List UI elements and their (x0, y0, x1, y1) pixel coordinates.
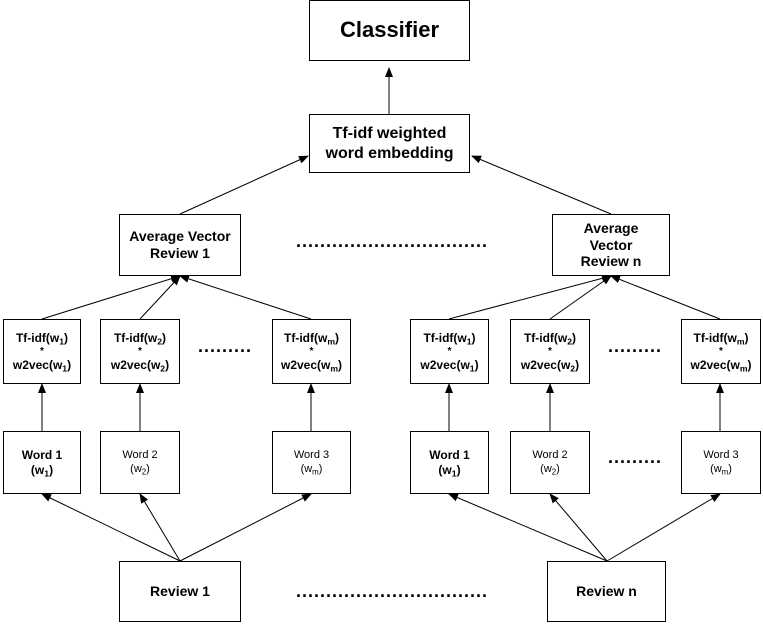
average-vector-review-1-node: Average Vector Review 1 (119, 214, 241, 276)
classifier-label: Classifier (339, 17, 440, 43)
tfidf-w2vec-product-node: Tf-idf(wm) * w2vec(wm) (272, 319, 351, 384)
ellipsis-right-words: ......... (608, 447, 663, 467)
multiply-sign: * (138, 345, 142, 357)
avg1-line1: Average Vector (129, 228, 231, 245)
edge-avgn-to-embedding (471, 155, 612, 215)
ellipsis-avg-vectors: ................................ (296, 231, 489, 251)
tfidf-embedding-line1: Tf-idf weighted (332, 125, 447, 143)
tfidf-w2vec-product-node: Tf-idf(wm) * w2vec(wm) (681, 319, 761, 384)
tfidf-w2vec-product-node: Tf-idf(w1) * w2vec(w1) (410, 319, 489, 384)
edge-review1-to-word2 (139, 493, 181, 562)
edge-review1-to-word3 (179, 493, 312, 562)
word-node: Word 2 (w2) (510, 431, 590, 494)
avgn-line3: Review n (580, 253, 642, 270)
word-label: Word 1 (429, 448, 470, 463)
edge-l-prod2-to-avg1 (139, 275, 181, 320)
word-node: Word 2 (w2) (100, 431, 180, 494)
review-1-label: Review 1 (150, 583, 210, 600)
tfidf-embedding-line2: word embedding (325, 144, 454, 162)
edge-review1-to-word1 (41, 493, 181, 562)
multiply-sign: * (447, 345, 452, 357)
edge-reviewn-to-word2 (549, 493, 608, 562)
edge-r-prod1-to-avgn (448, 274, 612, 320)
multiply-sign: * (40, 345, 44, 357)
ellipsis-left-products: ......... (198, 336, 253, 356)
tfidf-w2vec-product-node: Tf-idf(w1) * w2vec(w1) (3, 319, 81, 384)
edge-reviewn-to-word3 (606, 493, 721, 562)
ellipsis-reviews: ................................ (296, 581, 489, 601)
word-node: Word 3 (wm) (681, 431, 761, 494)
tfidf-embedding-node: Tf-idf weighted word embedding (309, 114, 470, 173)
average-vector-review-n-node: Average Vector Review n (552, 214, 670, 276)
multiply-sign: * (309, 345, 314, 357)
edge-avg1-to-embedding (179, 155, 309, 215)
word-label: Word 2 (122, 449, 158, 462)
word-label: Word 3 (293, 449, 330, 462)
avgn-line1: Average (583, 219, 639, 236)
tfidf-w2vec-product-node: Tf-idf(w2) * w2vec(w2) (100, 319, 180, 384)
review-n-node: Review n (547, 561, 666, 622)
avgn-line2: Vector (589, 236, 633, 253)
avg1-line2: Review 1 (150, 245, 210, 261)
edge-reviewn-to-word1 (448, 493, 608, 562)
edge-l-prodm-to-avg1 (179, 275, 312, 320)
word-node: Word 1 (w1) (410, 431, 489, 494)
classifier-node: Classifier (309, 0, 470, 61)
word-label: Word 2 (532, 449, 568, 462)
word-node: Word 3 (wm) (272, 431, 351, 494)
edge-l-prod1-to-avg1 (41, 274, 181, 320)
review-1-node: Review 1 (119, 561, 241, 622)
multiply-sign: * (719, 345, 723, 357)
multiply-sign: * (548, 345, 552, 357)
edge-r-prod2-to-avgn (549, 275, 612, 320)
word-label: Word 3 (703, 449, 739, 462)
word-label: Word 1 (21, 448, 63, 463)
word-node: Word 1 (w1) (3, 431, 81, 494)
edge-r-prodm-to-avgn (610, 275, 721, 320)
review-n-label: Review n (576, 583, 637, 600)
tfidf-w2vec-product-node: Tf-idf(w2) * w2vec(w2) (510, 319, 590, 384)
ellipsis-right-products: ......... (608, 336, 663, 356)
